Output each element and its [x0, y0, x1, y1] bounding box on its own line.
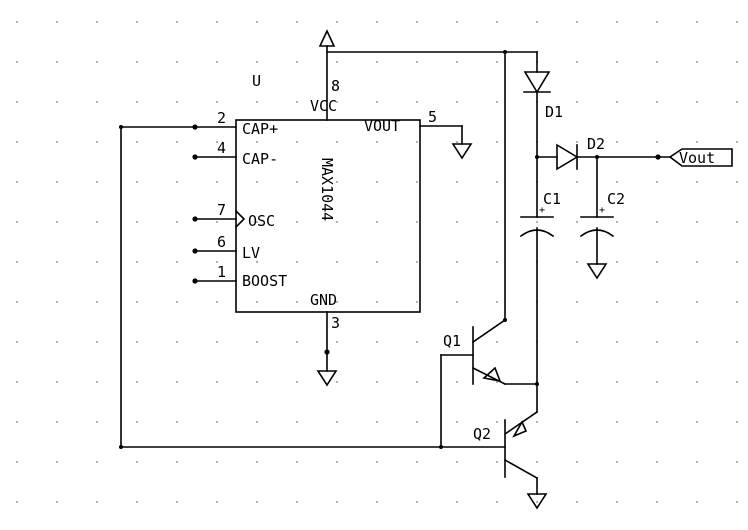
q2-label: Q2 — [473, 425, 491, 443]
pin-8-number: 8 — [331, 77, 340, 95]
q1-label: Q1 — [443, 332, 461, 350]
vcc-wire — [326, 50, 538, 322]
vout-port-label: Vout — [679, 149, 715, 167]
d1-label: D1 — [545, 103, 563, 121]
c2-plus-mark: + — [599, 205, 605, 216]
pin-4-number: 4 — [217, 139, 226, 157]
left-pin-stubs — [192, 154, 246, 284]
diode-d2 — [536, 143, 671, 171]
pin-1-number: 1 — [217, 263, 226, 281]
pin-vcc-label: VCC — [310, 97, 337, 115]
d2-label: D2 — [587, 135, 605, 153]
capacitor-c1 — [519, 216, 555, 413]
pin-5-number: 5 — [428, 108, 437, 126]
ic-part-label: MAX1044 — [318, 158, 336, 221]
vout-pin-ground — [419, 125, 473, 160]
transistor-q2 — [503, 410, 548, 510]
pin-boost-label: BOOST — [242, 272, 287, 290]
vcc-supply-symbol — [318, 29, 336, 121]
diode-d1 — [523, 71, 551, 218]
transistor-q1 — [440, 318, 538, 448]
vout-port[interactable] — [668, 148, 733, 167]
cap-plus-net — [119, 124, 506, 449]
gnd-pin-ground — [316, 311, 338, 387]
capacitor-c2 — [579, 156, 615, 280]
pin-3-number: 3 — [331, 314, 340, 332]
c1-label: C1 — [543, 190, 561, 208]
pin-cap-plus-label: CAP+ — [242, 120, 278, 138]
ic-body — [235, 119, 421, 313]
pin-2-number: 2 — [217, 109, 226, 127]
c1-plus-mark: + — [539, 205, 545, 216]
c2-label: C2 — [607, 190, 625, 208]
pin-cap-minus-label: CAP- — [242, 150, 278, 168]
pin-7-number: 7 — [217, 201, 226, 219]
pin-vout-label: VOUT — [364, 117, 400, 135]
pin-6-number: 6 — [217, 233, 226, 251]
pin-lv-label: LV — [242, 244, 260, 262]
ic-ref-label: U — [252, 72, 261, 90]
pin-osc-label: OSC — [248, 212, 275, 230]
pin-gnd-label: GND — [310, 291, 337, 309]
